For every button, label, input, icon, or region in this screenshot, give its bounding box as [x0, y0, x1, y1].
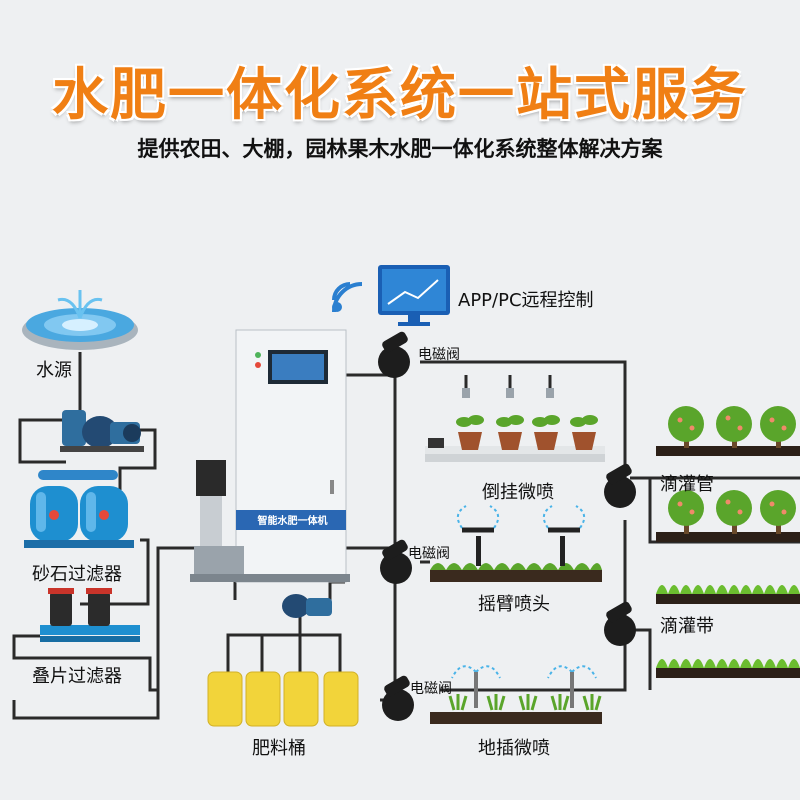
drip-tape-fields [656, 585, 800, 678]
solenoid-valve-bottom [382, 675, 414, 721]
disc-filter-icon [40, 588, 140, 642]
page-title: 水肥一体化系统一站式服务 [52, 63, 748, 128]
rocker-sprinkler-label: 摇臂喷头 [478, 594, 550, 615]
solenoid-valve-right-top [604, 463, 636, 508]
wifi-icon [332, 282, 363, 313]
drip-pipe-label: 滴灌管 [660, 474, 714, 495]
solenoid-valve-icons [378, 331, 636, 721]
solenoid-valve-label-bottom: 电磁阀 [410, 681, 452, 697]
hanging-spray-shelf [425, 388, 605, 462]
ground-spray-field [430, 665, 602, 724]
pump-icon [60, 410, 144, 452]
solenoid-valve-label-top: 电磁阀 [418, 347, 460, 363]
machine-name-label: 智能水肥一体机 [257, 516, 328, 527]
solenoid-valve-middle [380, 539, 412, 584]
water-source-label: 水源 [36, 360, 72, 381]
fertigation-machine-icon [190, 329, 350, 583]
page-subtitle: 提供农田、大棚，园林果木水肥一体化系统整体解决方案 [137, 137, 663, 161]
monitor-icon [378, 265, 450, 326]
hanging-spray-label: 倒挂微喷 [482, 482, 554, 503]
solenoid-valve-label-middle: 电磁阀 [408, 546, 450, 562]
drip-pipe-trees [656, 406, 800, 542]
rocker-sprinkler-field [430, 505, 602, 582]
sand-filter-icon [24, 470, 134, 548]
water-source-icon [22, 290, 138, 350]
fertilizer-bucket-label: 肥料桶 [252, 738, 306, 759]
solenoid-valve-right-bottom [604, 601, 636, 646]
fertilizer-buckets [207, 671, 359, 727]
drip-tape-label: 滴灌带 [660, 616, 714, 637]
disc-filter-label: 叠片过滤器 [32, 666, 122, 687]
ground-spray-label: 地插微喷 [478, 738, 550, 759]
remote-control-label: APP/PC远程控制 [458, 290, 594, 311]
fertilizer-pump-icon [282, 594, 332, 618]
sand-filter-label: 砂石过滤器 [32, 564, 122, 585]
solenoid-valve-top [378, 331, 410, 378]
